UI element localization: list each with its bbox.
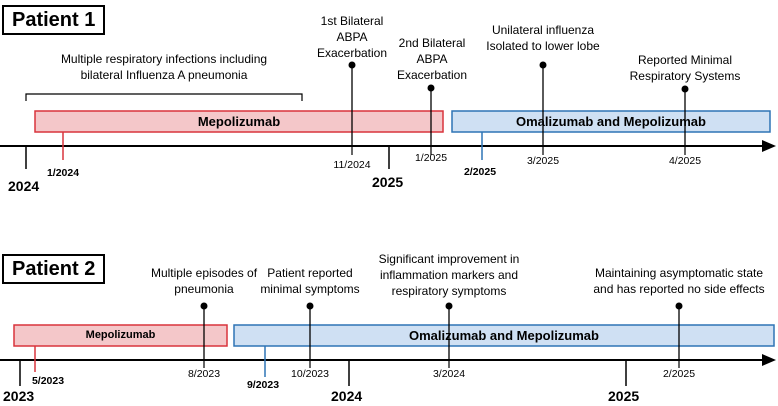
patient2-timeline xyxy=(0,302,776,386)
event-label: Maintaining asymptomatic state and has r… xyxy=(593,266,765,296)
bracket xyxy=(25,93,303,101)
patient2-title: Patient 2 xyxy=(2,254,106,284)
month-label: 1/2025 xyxy=(414,152,448,164)
month-label: 4/2025 xyxy=(668,155,702,167)
year-label: 2024 xyxy=(331,388,363,404)
event-label: Unilateral influenza Isolated to lower l… xyxy=(486,23,600,53)
mepolizumab-start-label: 1/2024 xyxy=(46,167,80,179)
event-label: Patient reported minimal symptoms xyxy=(260,266,360,296)
mepolizumab-start-label: 5/2023 xyxy=(31,375,65,387)
month-label: 10/2023 xyxy=(291,368,329,380)
combo-start-label: 9/2023 xyxy=(246,379,280,391)
month-label: 11/2024 xyxy=(333,159,371,171)
event-pin-head xyxy=(539,61,547,69)
mepolizumab-bar-label: Mepolizumab xyxy=(197,114,281,129)
event-label: Significant improvement in inflammation … xyxy=(378,252,520,298)
year-label: 2024 xyxy=(8,178,40,194)
event-label: 1st Bilateral ABPA Exacerbation xyxy=(316,14,388,60)
year-label: 2023 xyxy=(3,388,35,404)
mepolizumab-bar xyxy=(13,324,228,347)
event-pin-head xyxy=(200,302,208,310)
mepolizumab-bar-label: Mepolizumab xyxy=(85,329,156,341)
event-pin-head xyxy=(427,84,435,92)
month-label: 8/2023 xyxy=(187,368,221,380)
month-label: 2/2025 xyxy=(662,368,696,380)
bracket-note: Multiple respiratory infections includin… xyxy=(60,52,268,82)
combo-bar xyxy=(451,110,771,133)
axis-arrowhead xyxy=(762,140,776,152)
combo-start-label: 2/2025 xyxy=(463,166,497,178)
event-label: 2nd Bilateral ABPA Exacerbation xyxy=(396,36,468,82)
event-pin-head xyxy=(445,302,453,310)
year-label: 2025 xyxy=(608,388,640,404)
event-pin-head xyxy=(306,302,314,310)
month-label: 3/2024 xyxy=(432,368,466,380)
event-pin-head xyxy=(681,85,689,93)
combo-bar xyxy=(233,324,775,347)
year-label: 2025 xyxy=(372,174,404,190)
event-label: Multiple episodes of pneumonia xyxy=(150,266,258,296)
event-pin-head xyxy=(348,61,356,69)
patient1-title: Patient 1 xyxy=(2,5,106,35)
axis-arrowhead xyxy=(762,354,776,366)
mepolizumab-bar xyxy=(34,110,444,133)
patient1-timeline xyxy=(0,61,776,169)
event-pin-head xyxy=(675,302,683,310)
month-label: 3/2025 xyxy=(526,155,560,167)
event-label: Reported Minimal Respiratory Systems xyxy=(629,53,741,83)
combo-bar-label: Omalizumab and Mepolizumab xyxy=(409,328,599,343)
combo-bar-label: Omalizumab and Mepolizumab xyxy=(516,114,706,129)
